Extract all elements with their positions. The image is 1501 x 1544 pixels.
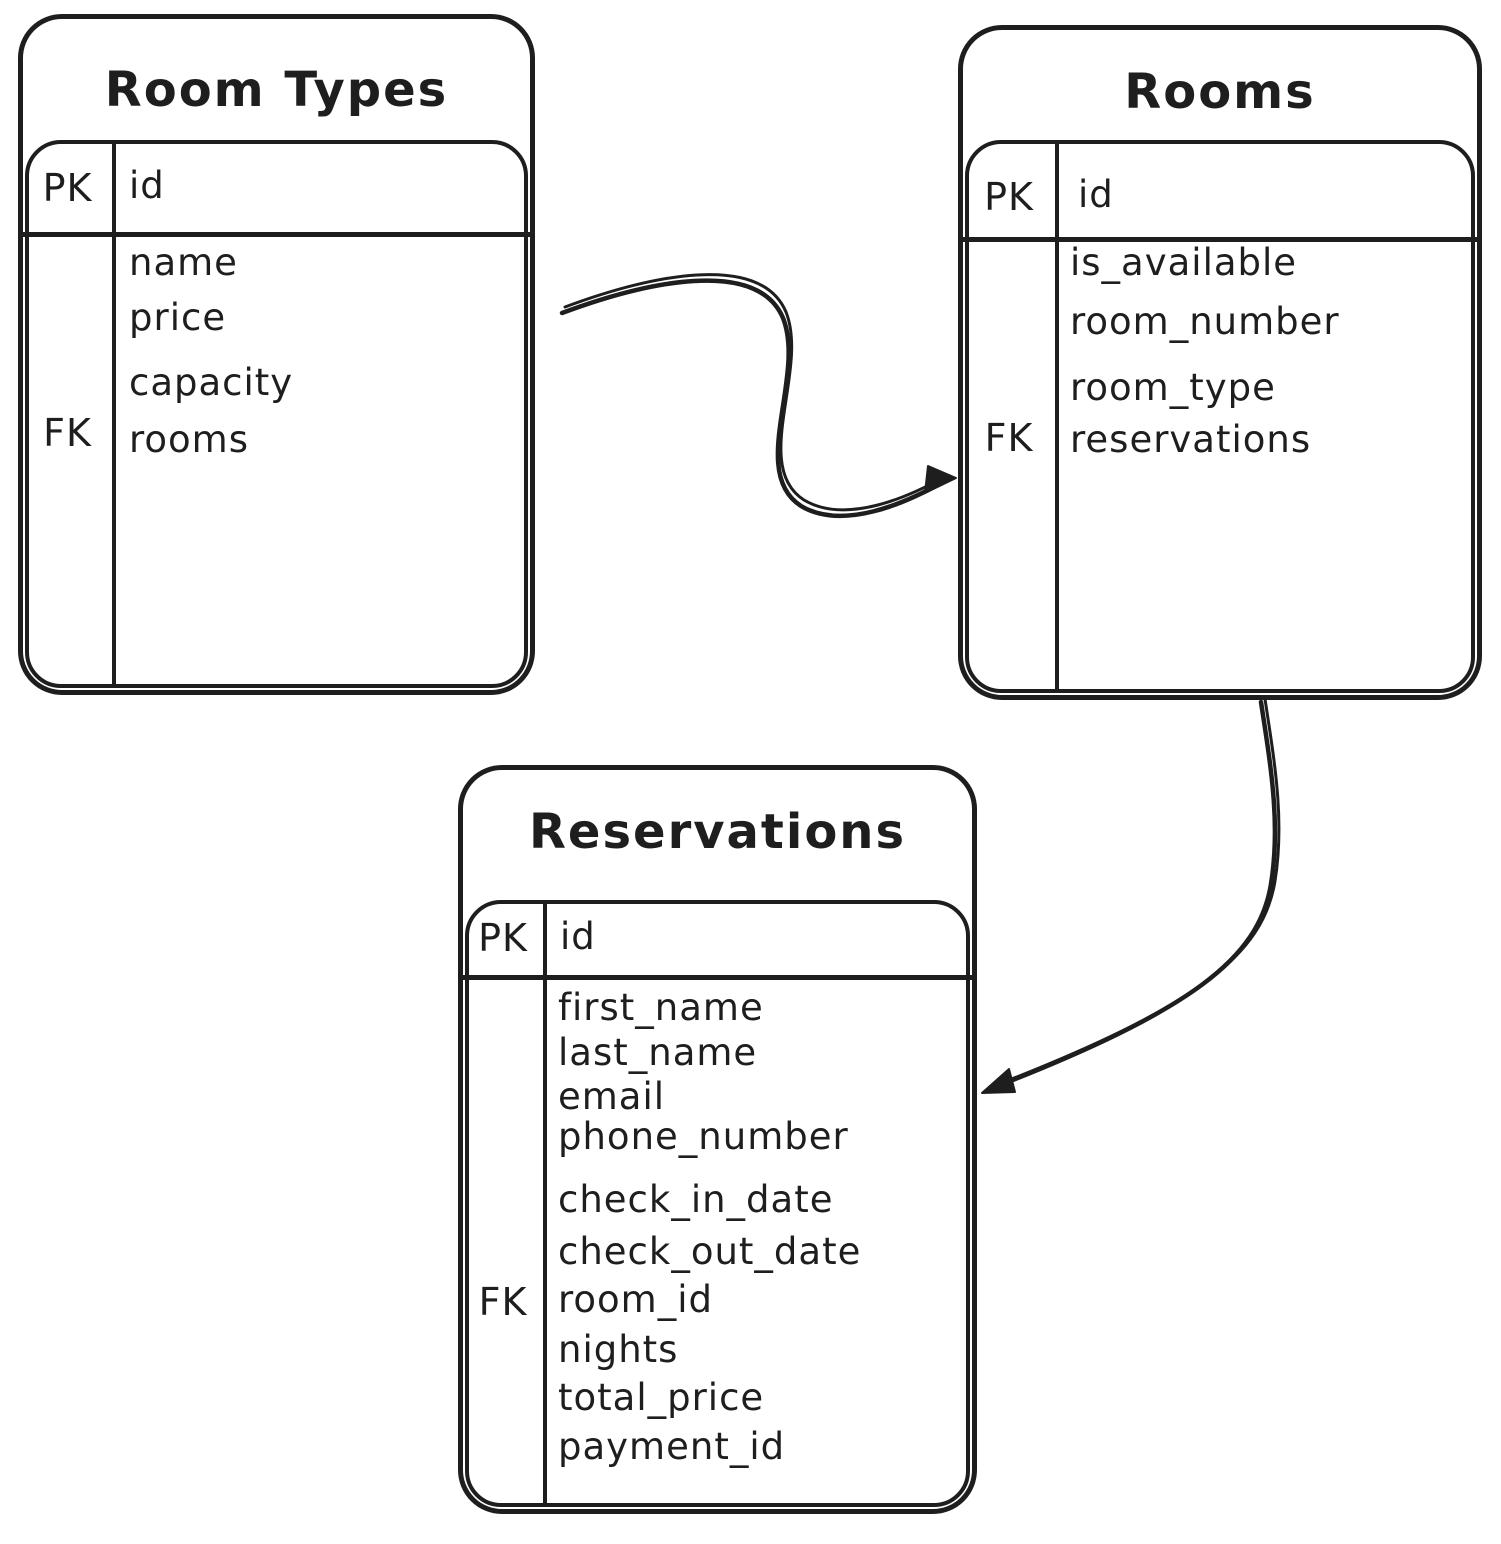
pk-row-divider (461, 975, 974, 980)
arrowhead-icon (924, 465, 957, 494)
pk-label: PK (984, 175, 1034, 219)
entity-room-types[interactable]: Room Types PK id name price capacity FK … (18, 14, 535, 695)
field-nights: nights (558, 1328, 679, 1371)
field-reservations: reservations (1070, 418, 1312, 461)
field-rooms: rooms (129, 418, 249, 461)
field-room-number: room_number (1070, 300, 1340, 343)
entity-rooms[interactable]: Rooms PK id is_available room_number roo… (958, 25, 1482, 700)
pk-field-id: id (129, 164, 165, 207)
key-column-divider (1055, 140, 1059, 691)
pk-row-divider (961, 237, 1479, 242)
field-check-out-date: check_out_date (558, 1230, 862, 1273)
entity-title: Rooms (1124, 64, 1316, 120)
relation-room-types-to-rooms-arrow[interactable] (559, 273, 957, 519)
fk-label: FK (478, 1280, 528, 1324)
entity-reservations[interactable]: Reservations PK id first_name last_name … (458, 765, 977, 1514)
entity-title: Reservations (528, 804, 907, 860)
pk-label: PK (478, 916, 528, 960)
field-name: name (129, 241, 238, 284)
attribute-panel (965, 140, 1475, 693)
relation-rooms-to-reservations-arrow[interactable] (981, 697, 1281, 1094)
field-is-available: is_available (1070, 241, 1298, 284)
field-room-id: room_id (558, 1278, 713, 1321)
pk-field-id: id (1078, 173, 1114, 216)
fk-label: FK (43, 411, 92, 455)
key-column-divider (112, 140, 116, 686)
field-total-price: total_price (558, 1376, 765, 1419)
field-capacity: capacity (129, 361, 294, 404)
field-email: email (558, 1075, 666, 1118)
fk-label: FK (984, 416, 1034, 460)
field-room-type: room_type (1070, 366, 1276, 409)
attribute-panel (465, 900, 970, 1507)
field-last-name: last_name (558, 1031, 758, 1074)
attribute-panel (25, 140, 528, 688)
field-check-in-date: check_in_date (558, 1178, 834, 1221)
field-payment-id: payment_id (558, 1425, 786, 1468)
entity-title: Room Types (104, 62, 449, 118)
field-price: price (129, 296, 227, 339)
pk-row-divider (21, 232, 532, 237)
key-column-divider (543, 900, 547, 1505)
pk-field-id: id (560, 915, 596, 958)
field-phone-number: phone_number (558, 1115, 849, 1158)
field-first-name: first_name (558, 986, 764, 1029)
arrowhead-icon (981, 1068, 1016, 1094)
pk-label: PK (42, 166, 93, 210)
